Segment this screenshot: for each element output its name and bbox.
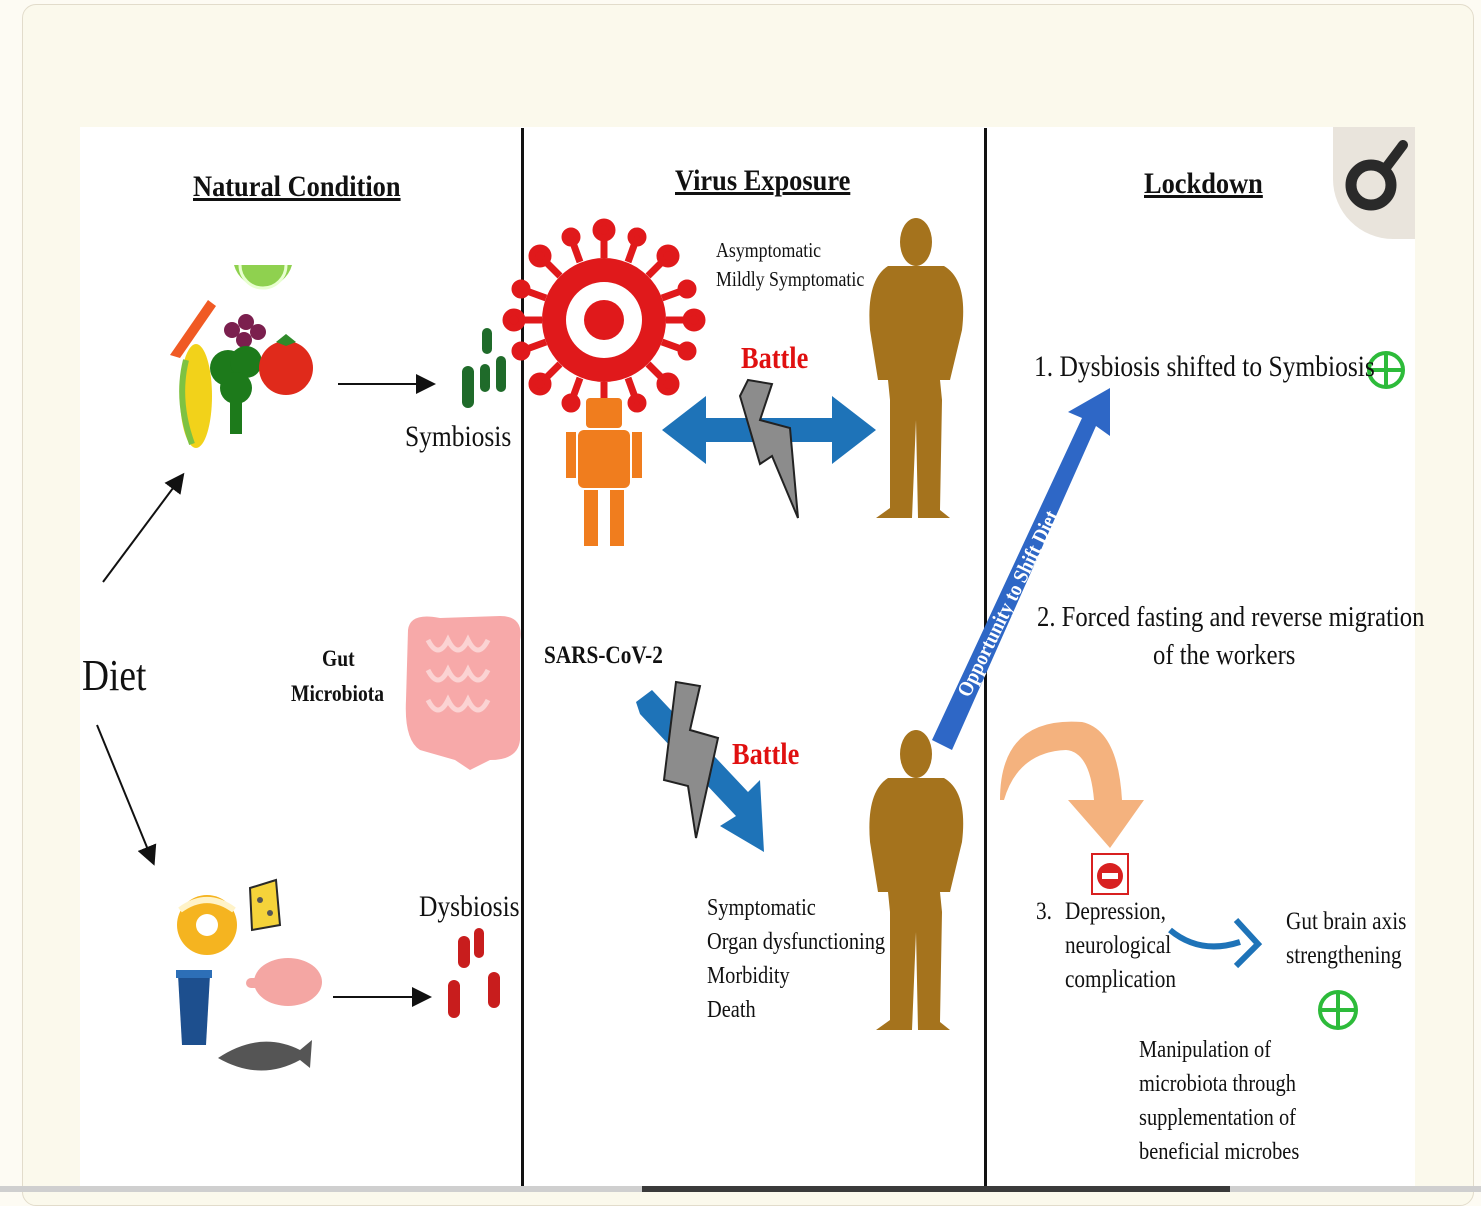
plus-icon-bottom [1318,990,1358,1030]
figure-canvas [80,127,1415,1192]
gut-label: Gut [322,646,355,671]
virus-exposure-header: Virus Exposure [675,164,851,197]
orange-figure-icon [566,398,642,546]
opportunity-arrow [932,388,1110,750]
mildly-symptomatic-label: Mildly Symptomatic [716,267,865,291]
asymptomatic-label: Asymptomatic [716,238,822,262]
gut-brain-line2: strengthening [1286,942,1402,969]
microbiota-label: Microbiota [291,681,385,706]
zoom-icon[interactable] [1333,127,1415,239]
outcome-organ: Organ dysfunctioning [707,929,886,955]
point-3-line3: complication [1065,966,1176,993]
curved-arrow-icon [1000,721,1144,848]
point-3-number: 3. [1036,898,1052,925]
manipulation-line3: supplementation of [1139,1105,1296,1131]
point-1: 1. Dysbiosis shifted to Symbiosis [1034,350,1375,383]
lockdown-header: Lockdown [1144,167,1263,200]
diet-to-healthy-arrow [102,472,185,583]
natural-condition-header: Natural Condition [193,170,401,203]
dysbiosis-label: Dysbiosis [419,890,520,923]
lightning-icon-bottom [662,680,720,839]
plus-icon-top [1367,351,1405,389]
gut-brain-arrow [1168,927,1241,950]
human-silhouette-top [869,218,964,518]
sars-cov-2-label: SARS-CoV-2 [544,642,663,669]
lightning-icon-top [738,378,799,519]
diet-label: Diet [82,651,147,700]
divider-1 [521,128,524,1192]
junk-food-icon [176,878,322,1071]
symbiosis-label: Symbiosis [405,420,512,453]
battle-label-top: Battle [741,340,809,375]
symbiosis-bacteria-icon [462,328,506,408]
outcome-morbidity: Morbidity [707,963,790,989]
point-3-line1: Depression, [1065,898,1166,925]
manipulation-line2: microbiota through [1139,1071,1296,1097]
gut-brain-line1: Gut brain axis [1286,908,1407,935]
manipulation-line1: Manipulation of [1139,1037,1272,1063]
manipulation-line4: beneficial microbes [1139,1139,1300,1165]
magnifier-icon [1345,140,1408,211]
healthy-food-icon [170,264,313,448]
diet-to-junk-arrow [96,724,157,866]
stop-icon [1091,853,1129,895]
point-2-line2: of the workers [1153,639,1296,671]
dysbiosis-bacteria-icon [448,928,500,1018]
outcome-symptomatic: Symptomatic [707,895,816,921]
point-3-line2: neurological [1065,932,1172,959]
scrollbar-thumb[interactable] [642,1186,1230,1192]
human-silhouette-bottom [869,730,964,1030]
gut-icon [405,616,521,770]
outcome-death: Death [707,997,756,1023]
virus-icon [502,218,706,422]
battle-label-bottom: Battle [732,736,800,771]
point-2-line1: 2. Forced fasting and reverse migration [1037,601,1425,633]
